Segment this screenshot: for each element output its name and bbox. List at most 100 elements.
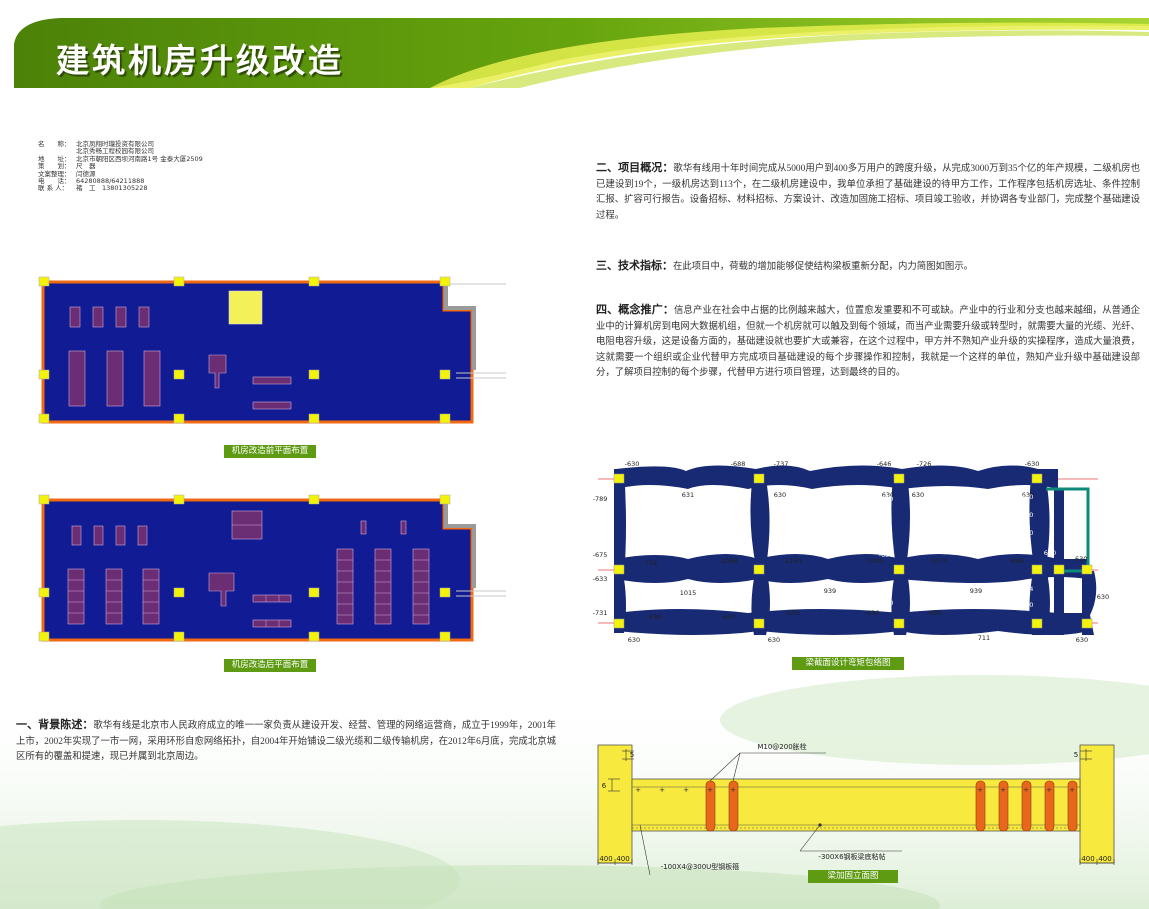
svg-text:+: + [683, 786, 689, 794]
moment-label: -1088 [719, 557, 738, 565]
column [439, 587, 451, 598]
column [38, 494, 50, 505]
svg-text:+: + [977, 786, 983, 794]
column [308, 587, 320, 598]
floor-plan-before [38, 276, 506, 424]
equipment-battery [252, 401, 292, 410]
plate-label: -300X6钢板梁底粘帖 [818, 852, 885, 861]
column [439, 494, 451, 505]
moment-label: 637 [770, 529, 782, 537]
u-steel-plate [998, 780, 1009, 832]
moment-label: -630 [879, 495, 894, 503]
moment-label: -630 [1019, 493, 1034, 501]
u-steel-plate [728, 780, 739, 832]
moment-label: -709 [737, 493, 752, 501]
dim-label: 6 [602, 782, 607, 790]
beam-elevation-drawing: +++ +++ +++ + M10@200胀栓 -300X6钢板梁底粘帖 -10… [597, 742, 1115, 875]
column [38, 631, 50, 642]
moment-label: -888 [927, 609, 942, 617]
column [173, 369, 185, 380]
moment-label: 630 [628, 636, 640, 644]
moment-label: -630 [625, 460, 640, 468]
moment-label: 630 [882, 491, 894, 499]
joint [753, 473, 765, 484]
equipment-rack [105, 568, 123, 625]
moment-label: -789 [593, 495, 608, 503]
moment-label: -630 [1073, 555, 1088, 563]
beam-bottom [616, 609, 1088, 635]
joint [613, 473, 625, 484]
moment-label: 939 [824, 587, 836, 595]
dim-label: 400 [616, 855, 629, 863]
moment-label: 630 [774, 491, 786, 499]
dim-label: 400 [599, 855, 612, 863]
equipment-rack [336, 548, 354, 625]
info-row: 策 划：尺 器 [38, 162, 96, 171]
column-2 [750, 469, 770, 635]
equipment-rack [143, 350, 161, 407]
dim-label: 400 [1098, 855, 1111, 863]
moment-label: -675 [593, 551, 608, 559]
moment-label: -737 [774, 460, 789, 468]
joint [1031, 564, 1043, 575]
reinforcement-frame [1046, 487, 1090, 573]
caption-elevation: 梁加固立面图 [808, 870, 898, 883]
equipment-battery [252, 376, 292, 385]
equipment-ups [208, 354, 227, 389]
equipment-ups [208, 572, 235, 607]
left-column [597, 744, 633, 864]
moment-label: 630 [1076, 636, 1088, 644]
moment-label: -726 [917, 460, 932, 468]
joint [1031, 618, 1043, 629]
column [173, 587, 185, 598]
info-row: 文案整理：闫德源 [38, 169, 96, 178]
u-steel-plate [705, 780, 716, 832]
column [308, 276, 320, 287]
column [173, 494, 185, 505]
svg-text:+: + [659, 786, 665, 794]
svg-text:+: + [707, 786, 713, 794]
column [173, 631, 185, 642]
equipment-rack [137, 525, 148, 546]
moment-label: -630 [1019, 511, 1034, 519]
equipment-rack [69, 306, 81, 328]
moment-label: -630 [1019, 601, 1034, 609]
equipment-cabinet [228, 290, 263, 325]
column [439, 631, 451, 642]
floor-plan-after [38, 494, 506, 642]
moment-label: -684 [1019, 585, 1034, 593]
equipment-rack [92, 306, 104, 328]
moment-label: -630 [721, 613, 736, 621]
moment-label: -1005 [865, 557, 884, 565]
moment-label: -646 [877, 460, 892, 468]
svg-text:+: + [1023, 786, 1029, 794]
moment-label: -898 [1009, 557, 1024, 565]
equipment-rack [115, 525, 126, 546]
joint [893, 473, 905, 484]
moment-label: -630 [1025, 460, 1040, 468]
tech-heading: 三、技术指标： [596, 260, 673, 272]
moment-label: 630 [768, 636, 780, 644]
equipment-rack [360, 520, 367, 535]
equipment-rack [412, 548, 430, 625]
moment-label: 711 [978, 634, 990, 642]
svg-text:+: + [635, 786, 641, 794]
column [38, 276, 50, 287]
svg-text:+: + [1069, 786, 1075, 794]
moment-label: -633 [593, 575, 608, 583]
moment-label: -669 [737, 601, 752, 609]
info-row: 联 系 人：褚 工 13801305228 [38, 184, 148, 193]
column [439, 369, 451, 380]
section-tech: 三、技术指标：在此项目中，荷载的增加能够促使结构梁板重新分配，内力简图如图示。 [596, 259, 1140, 276]
equipment-rack [138, 306, 150, 328]
moment-label: 630 [1022, 491, 1034, 499]
info-row: 名 称：北京凤翔时瓏投资有限公司 [38, 140, 154, 148]
right-column [1079, 744, 1115, 864]
equipment-battery [252, 619, 292, 628]
moment-label: -630 [647, 613, 662, 621]
moment-label: 630 [1097, 593, 1109, 601]
caption-moment: 梁截面设计弯矩包络图 [792, 657, 904, 670]
u-steel-plate [1021, 780, 1032, 832]
u-steel-plate [1044, 780, 1055, 832]
column [439, 413, 451, 424]
